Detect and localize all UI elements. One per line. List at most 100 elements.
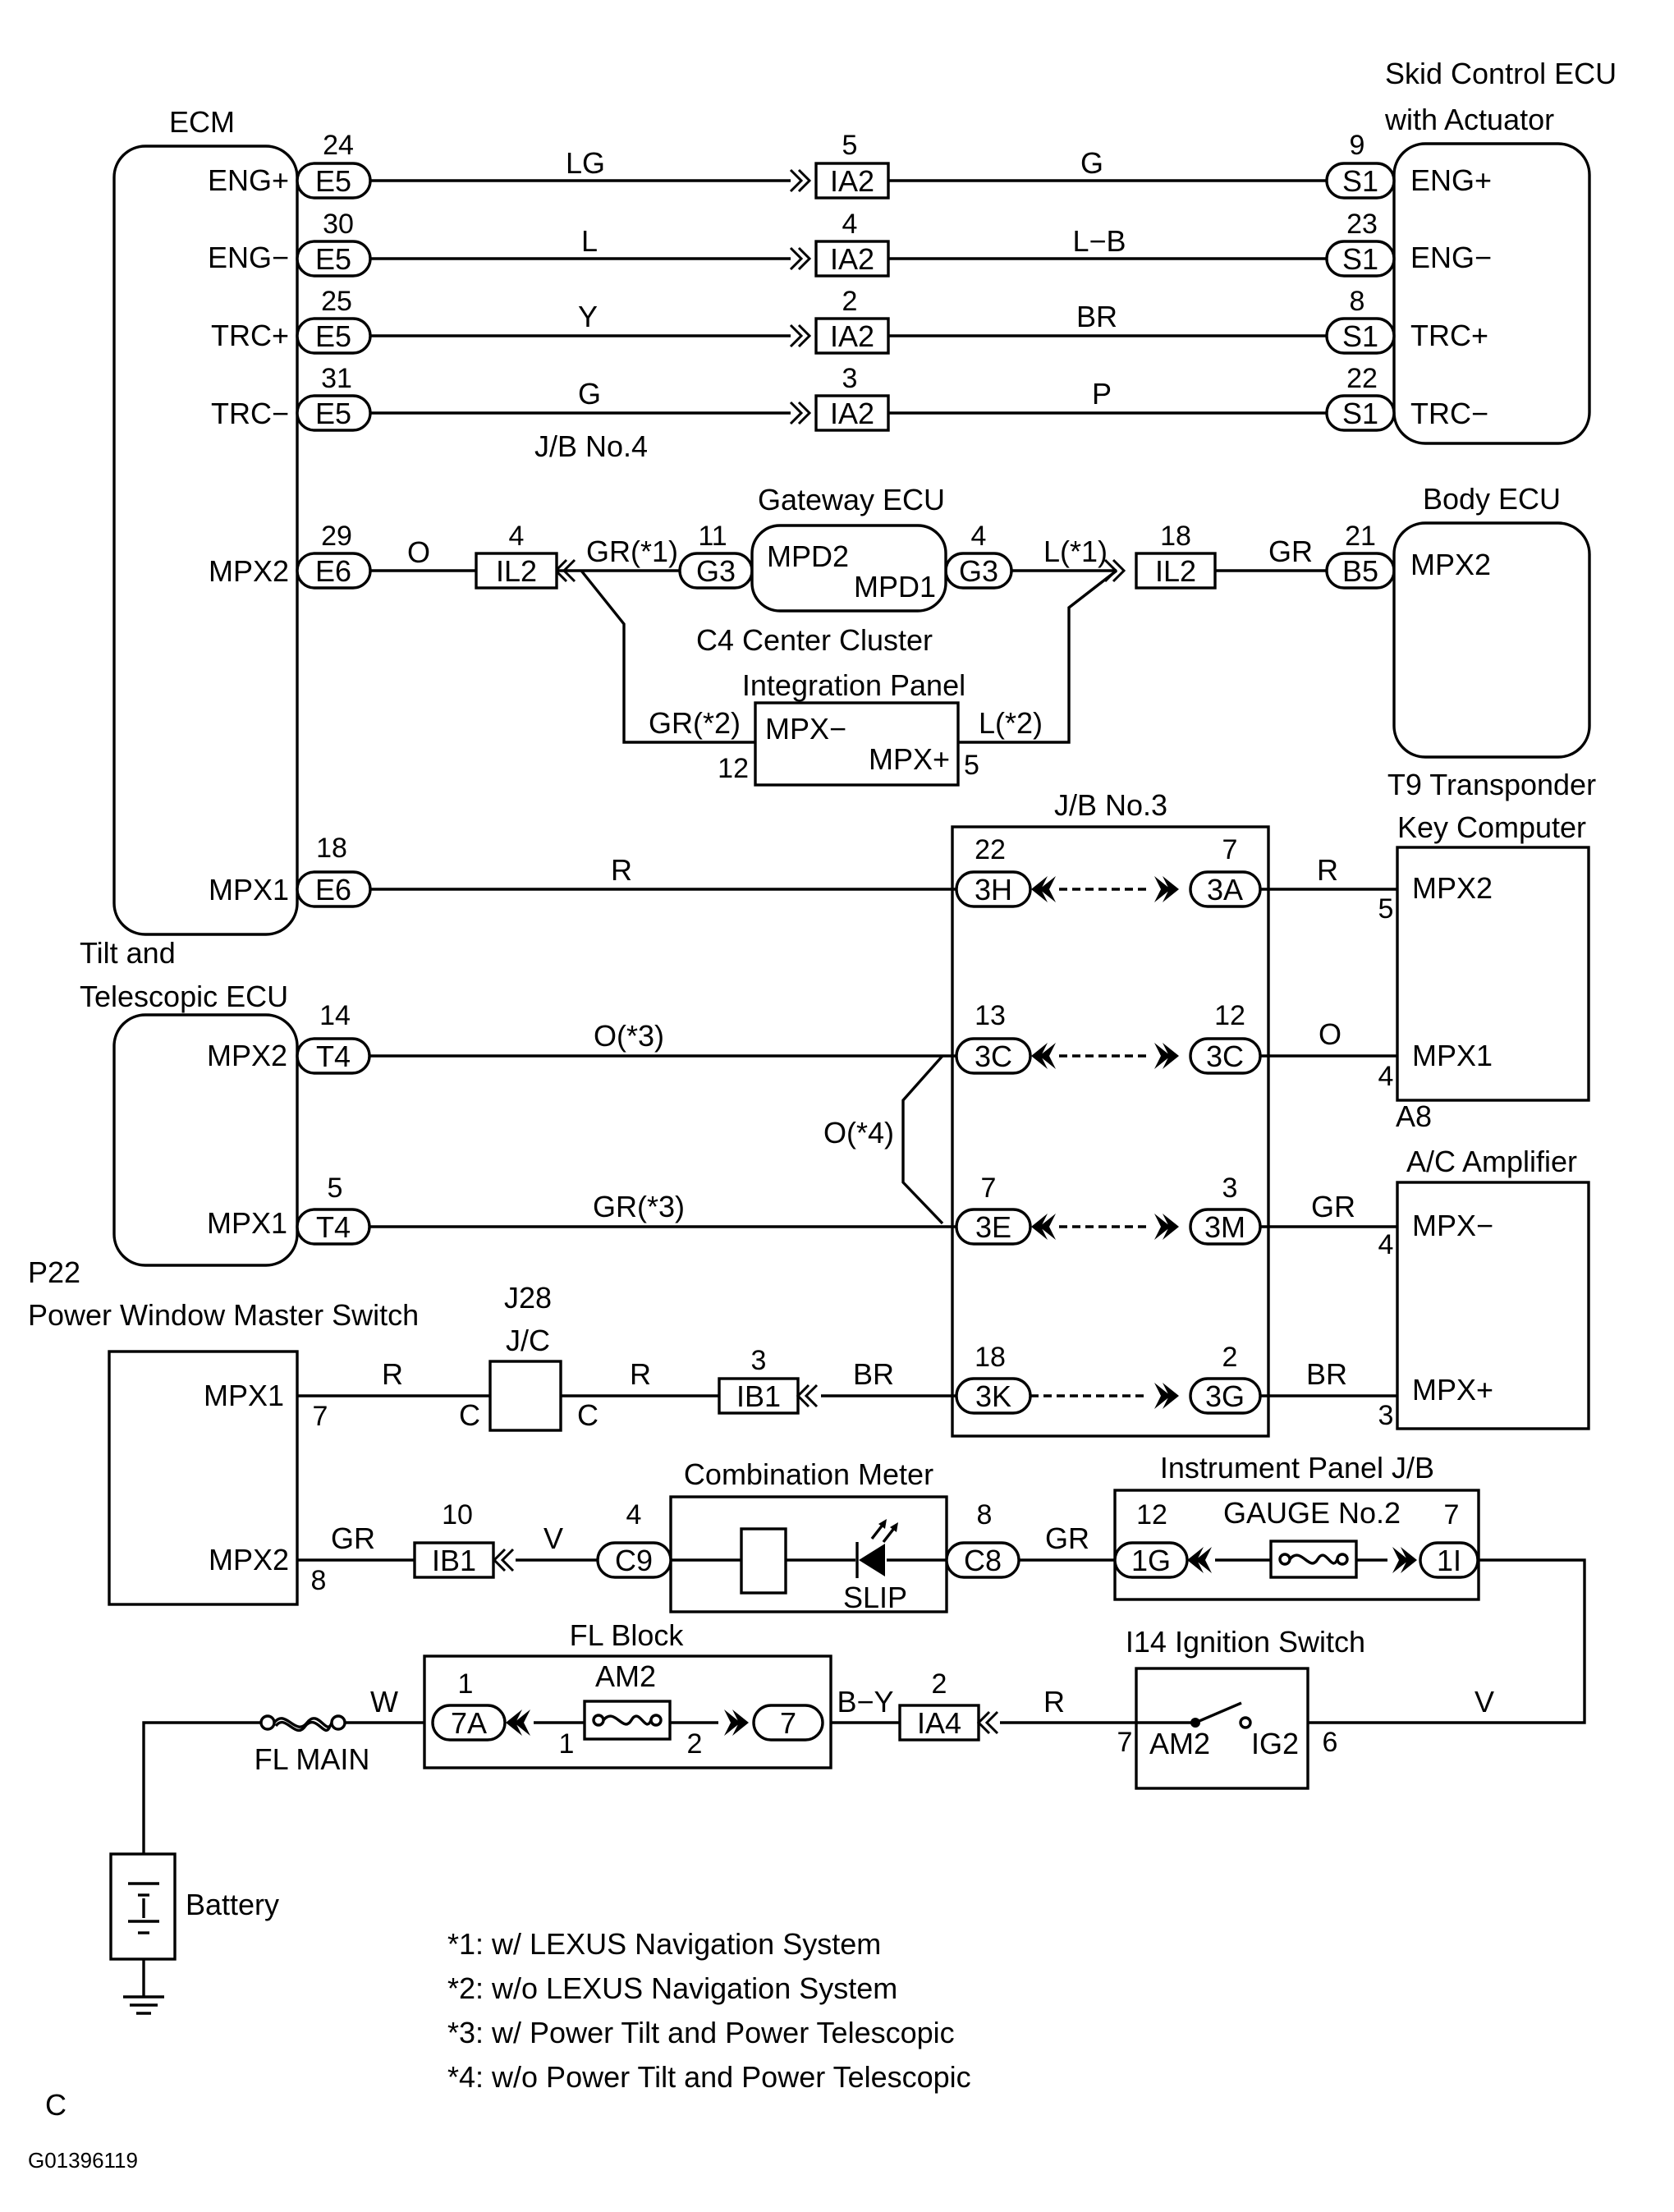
svg-text:5: 5 <box>842 130 858 161</box>
svg-text:T4: T4 <box>316 1039 351 1073</box>
svg-text:22: 22 <box>1346 363 1378 394</box>
svg-text:G3: G3 <box>696 554 736 588</box>
note-line: *2: w/o LEXUS Navigation System <box>447 1971 897 2005</box>
tilt-ecu-body <box>112 1013 299 1267</box>
power-window-title-1: P22 <box>28 1255 80 1289</box>
svg-text:C9: C9 <box>615 1544 653 1577</box>
am2-fuse-label: AM2 <box>595 1659 656 1693</box>
ac-amp-term-mpx-plus: MPX+ <box>1412 1373 1493 1407</box>
wire-bypass-o4 <box>901 1054 944 1225</box>
ground-icon <box>123 1995 164 2015</box>
body-ecu-body <box>1392 521 1591 759</box>
footer-letter: C <box>45 2088 67 2122</box>
ecm-term-trc-plus: TRC+ <box>211 319 289 352</box>
svg-text:6: 6 <box>1323 1727 1338 1758</box>
transponder-title-2: Key Computer <box>1397 810 1586 844</box>
svg-text:GR: GR <box>331 1521 375 1555</box>
wire-row-mpx1-ecm: E6 18 R 3H 22 3A 7 R 5 <box>296 833 1397 925</box>
tilt-term-mpx2: MPX2 <box>207 1039 287 1072</box>
svg-text:IA2: IA2 <box>830 397 874 430</box>
svg-text:P: P <box>1092 377 1112 411</box>
svg-text:E5: E5 <box>315 164 351 198</box>
svg-text:L: L <box>581 224 598 258</box>
svg-text:1G: 1G <box>1131 1544 1171 1577</box>
svg-text:23: 23 <box>1346 209 1378 240</box>
svg-text:2: 2 <box>842 286 858 317</box>
svg-text:C8: C8 <box>964 1544 1002 1577</box>
svg-text:4: 4 <box>626 1499 642 1531</box>
svg-text:7: 7 <box>1117 1727 1133 1758</box>
svg-text:3G: 3G <box>1205 1379 1245 1413</box>
svg-text:12: 12 <box>1214 1000 1245 1031</box>
wire-row-pw-mpx2: 8 GR IB1 10 V C9 4 C8 8 GR 1G 12 1I 7 V <box>297 1499 1586 1724</box>
svg-text:7: 7 <box>313 1401 328 1432</box>
slip-label: SLIP <box>843 1581 907 1614</box>
svg-text:IA2: IA2 <box>830 242 874 276</box>
svg-text:E5: E5 <box>315 397 351 430</box>
wire-row-tilt-mpx2: T4 14 O(*3) 3C 13 3C 12 O 4 <box>296 1000 1397 1092</box>
svg-text:7: 7 <box>1222 834 1238 865</box>
svg-text:3K: 3K <box>975 1379 1011 1413</box>
skid-ecu-title-2: with Actuator <box>1384 103 1554 136</box>
svg-text:4: 4 <box>971 521 987 552</box>
power-window-term-mpx2: MPX2 <box>209 1543 289 1576</box>
svg-text:31: 31 <box>321 363 352 394</box>
ac-amp-title-1: A8 <box>1396 1099 1432 1133</box>
skid-term-trc-plus: TRC+ <box>1410 319 1488 352</box>
gateway-term-mpd2: MPD2 <box>767 539 849 573</box>
jc-body <box>488 1360 562 1432</box>
jb3-body <box>951 825 1270 1438</box>
svg-text:13: 13 <box>975 1000 1006 1031</box>
svg-text:4: 4 <box>842 209 858 240</box>
ecm-term-eng-plus: ENG+ <box>208 163 289 197</box>
svg-text:G: G <box>1080 146 1103 180</box>
ac-amp-term-mpx-minus: MPX− <box>1412 1209 1493 1242</box>
battery-icon <box>109 1852 177 1997</box>
jc-title-1: J28 <box>504 1281 552 1315</box>
svg-text:10: 10 <box>442 1499 473 1531</box>
wire-row-trc-minus: E5 31 IA2 3 S1 22 G P <box>296 363 1396 432</box>
fl-main-fusible-link-icon <box>259 1714 346 1732</box>
svg-text:R: R <box>611 853 632 887</box>
power-window-switch-body <box>108 1350 299 1606</box>
svg-text:8: 8 <box>977 1499 993 1531</box>
slip-indicator-icon <box>855 1519 898 1578</box>
gateway-ecu-body <box>750 524 947 613</box>
svg-text:4: 4 <box>1378 1061 1394 1092</box>
gateway-ecu-title: Gateway ECU <box>758 483 945 516</box>
svg-text:21: 21 <box>1345 521 1376 552</box>
svg-text:G3: G3 <box>959 554 998 588</box>
svg-text:W: W <box>370 1685 398 1719</box>
svg-text:E6: E6 <box>315 873 351 906</box>
svg-text:R: R <box>630 1357 651 1391</box>
svg-text:IL2: IL2 <box>496 554 537 588</box>
svg-text:5: 5 <box>328 1173 343 1204</box>
svg-text:3: 3 <box>1378 1400 1394 1431</box>
svg-text:8: 8 <box>1350 286 1365 317</box>
wire-label-o4: O(*4) <box>823 1116 894 1150</box>
wire-row-trc-plus: E5 25 IA2 2 S1 8 Y BR <box>296 286 1396 355</box>
fl-block-title: FL Block <box>570 1618 685 1652</box>
combination-meter-title: Combination Meter <box>684 1457 933 1491</box>
svg-text:9: 9 <box>1350 130 1365 161</box>
wire-row-tilt-mpx1: T4 5 GR(*3) 3E 7 3M 3 GR 4 <box>296 1173 1397 1260</box>
jb3-title: J/B No.3 <box>1054 788 1167 822</box>
skid-term-trc-minus: TRC− <box>1410 397 1488 430</box>
center-cluster-term-mpx-plus: MPX+ <box>869 742 950 776</box>
svg-text:L−B: L−B <box>1072 224 1126 258</box>
ecm-title: ECM <box>169 105 235 139</box>
ecm-term-mpx2: MPX2 <box>209 554 289 588</box>
svg-text:R: R <box>382 1357 403 1391</box>
body-term-mpx2: MPX2 <box>1410 548 1491 581</box>
svg-text:R: R <box>1043 1685 1065 1719</box>
note-line: *4: w/o Power Tilt and Power Telescopic <box>447 2060 971 2094</box>
svg-text:2: 2 <box>1222 1342 1238 1373</box>
svg-text:Y: Y <box>578 300 598 333</box>
transponder-term-mpx1: MPX1 <box>1412 1039 1493 1072</box>
center-cluster-title-2: Integration Panel <box>742 668 965 702</box>
svg-text:S1: S1 <box>1342 397 1378 430</box>
svg-text:R: R <box>1317 853 1338 887</box>
svg-text:3C: 3C <box>1206 1039 1244 1073</box>
ecm-term-mpx1: MPX1 <box>209 873 289 906</box>
svg-text:30: 30 <box>323 209 354 240</box>
